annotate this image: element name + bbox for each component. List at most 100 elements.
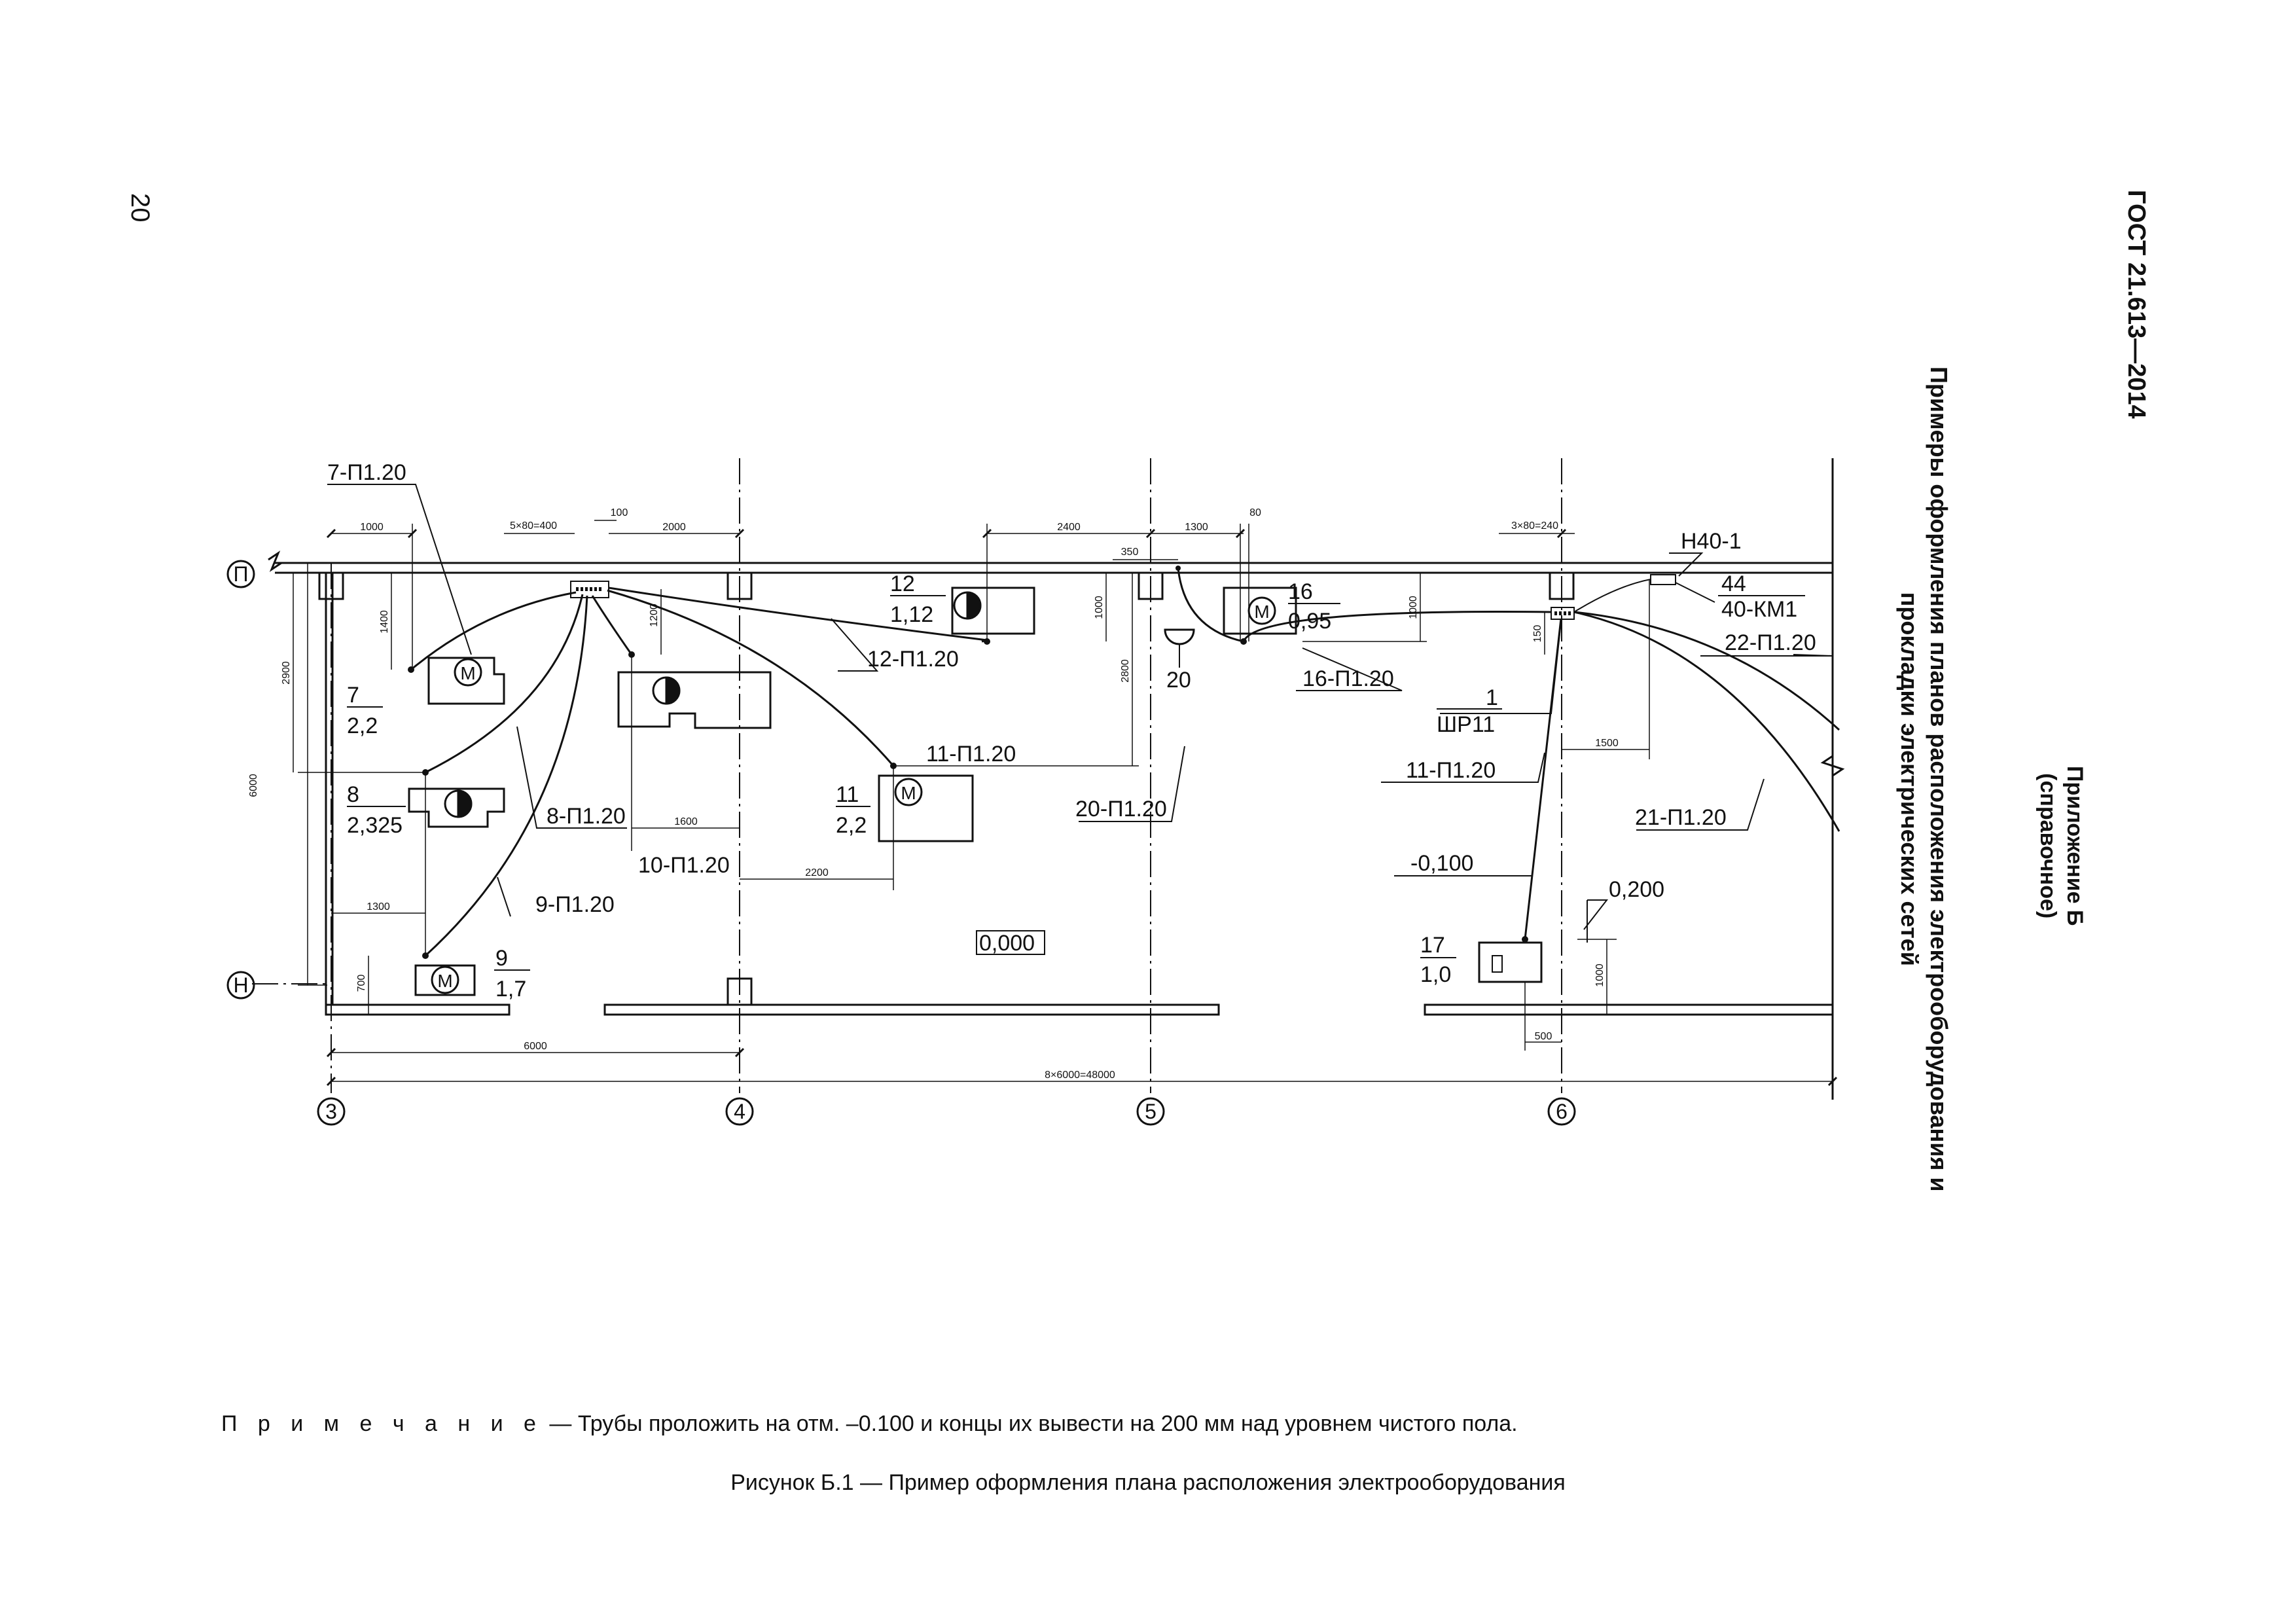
equipment-16-power: 0,95 — [1288, 609, 1331, 634]
cable-label-n40: Н40-1 — [1681, 529, 1742, 554]
floor-level-label: 0,000 — [979, 931, 1035, 956]
wall-bottom-3 — [1424, 1003, 1834, 1016]
note-text: — Трубы проложить на отм. –0.100 и концы… — [543, 1411, 1518, 1436]
shr11-label: ШР11 — [1437, 712, 1495, 737]
equipment-44-box — [1650, 574, 1676, 585]
equipment-12-number: 12 — [890, 571, 915, 596]
axis-marker-p — [226, 560, 255, 588]
dim-1000-col5: 1000 — [1094, 596, 1105, 619]
equipment-9-power: 1,7 — [495, 977, 526, 1001]
leader-9 — [497, 876, 511, 917]
cable-label-11: 11-П1.20 — [926, 742, 1016, 767]
break-mark — [268, 550, 282, 572]
equipment-17-switch — [1492, 955, 1503, 973]
axis-label-3: 3 — [325, 1100, 337, 1123]
equipment-12-outline — [951, 586, 1035, 635]
dim-1000-bottom-right: 1000 — [1594, 964, 1605, 987]
dim-1200: 1200 — [649, 604, 660, 627]
node-17 — [1522, 936, 1528, 943]
leader-outlet — [1583, 899, 1609, 930]
tick — [326, 1047, 336, 1058]
cable-10-path — [591, 595, 633, 655]
equipment-9-outline — [414, 964, 476, 996]
dim-2400: 2400 — [1057, 522, 1081, 533]
wall-bottom-2 — [603, 1003, 1220, 1016]
axis-marker-6 — [1547, 1097, 1576, 1126]
equipment-44-label: 40-КМ1 — [1721, 597, 1797, 622]
dim-2800: 2800 — [1120, 659, 1131, 683]
axis-marker-5 — [1136, 1097, 1165, 1126]
outlet-level-label: 0,200 — [1609, 877, 1664, 902]
cable-12-path — [608, 586, 988, 641]
equipment-44-number: 44 — [1721, 571, 1746, 596]
tick — [326, 528, 336, 539]
leader-44 — [1675, 582, 1715, 603]
note-label: П р и м е ч а н и е — [221, 1411, 543, 1436]
tick — [734, 528, 745, 539]
axis-label-n: Н — [233, 973, 248, 997]
tick — [326, 1076, 336, 1087]
equipment-16-number: 16 — [1288, 579, 1313, 604]
cable-label-22: 22-П1.20 — [1725, 630, 1816, 655]
dim-2200: 2200 — [805, 867, 829, 878]
axis-marker-4 — [725, 1097, 754, 1126]
motor-9-icon — [431, 965, 459, 994]
cable-22-path — [1573, 611, 1840, 731]
cable-label-7: 7-П1.20 — [327, 460, 406, 485]
dim-100: 100 — [611, 507, 628, 518]
tick — [407, 528, 418, 539]
dim-6000-vertical: 6000 — [248, 774, 259, 797]
cable-label-20: 20-П1.20 — [1075, 797, 1167, 821]
equipment-12-power: 1,12 — [890, 602, 933, 627]
cable-label-10: 10-П1.20 — [638, 853, 730, 878]
dim-1000-top: 1000 — [360, 522, 384, 533]
leader-7 — [327, 484, 472, 655]
equipment-16-outline — [1223, 586, 1297, 635]
cable-8-path — [425, 594, 584, 774]
heater-10-fill — [665, 676, 681, 705]
equipment-17-power: 1,0 — [1420, 962, 1451, 987]
dim-1300-top: 1300 — [1185, 522, 1208, 533]
equipment-9-number: 9 — [495, 946, 508, 971]
node-20 — [1175, 566, 1181, 571]
equipment-8-number: 8 — [347, 782, 359, 807]
tick — [1556, 528, 1567, 539]
dim-2000: 2000 — [662, 522, 686, 533]
leader-11-right — [1381, 752, 1545, 783]
distribution-box-left — [570, 581, 609, 598]
leader-22 — [1700, 654, 1833, 657]
motor-7-letter: М — [460, 663, 475, 683]
cable-label-8: 8-П1.20 — [547, 804, 626, 829]
tick — [734, 1047, 745, 1058]
equipment-8-outline — [408, 787, 505, 828]
equipment-7-outline — [427, 657, 505, 705]
floor-level-box — [976, 930, 1045, 955]
dim-2900: 2900 — [281, 661, 292, 685]
leader-12 — [831, 618, 879, 672]
equipment-11-power: 2,2 — [836, 813, 867, 838]
motor-9-letter: М — [437, 971, 452, 991]
heater-12-fill — [966, 591, 982, 620]
motor-11-icon — [894, 778, 923, 806]
tick — [1145, 528, 1156, 539]
leader-8 — [516, 726, 627, 829]
leader-16 — [1296, 647, 1403, 691]
node-7 — [408, 666, 414, 673]
motor-7-icon — [454, 658, 482, 687]
equipment-11-number: 11 — [836, 782, 859, 807]
cable-label-9: 9-П1.20 — [535, 892, 615, 917]
equipment-7-power: 2,2 — [347, 713, 378, 738]
dim-350: 350 — [1121, 547, 1139, 558]
dim-5x80: 5×80=400 — [510, 520, 557, 532]
dim-80: 80 — [1249, 507, 1261, 518]
distribution-box-shr11 — [1551, 607, 1575, 620]
dim-1300-left: 1300 — [367, 901, 390, 912]
cable-9-path — [424, 595, 588, 957]
dim-500: 500 — [1535, 1031, 1552, 1042]
cable-label-16: 16-П1.20 — [1302, 666, 1394, 691]
cable-16-path — [1242, 611, 1552, 642]
drawing-note: П р и м е ч а н и е — Трубы проложить на… — [221, 1411, 1518, 1437]
leader-20 — [1079, 746, 1185, 822]
equipment-7-number: 7 — [347, 683, 359, 708]
